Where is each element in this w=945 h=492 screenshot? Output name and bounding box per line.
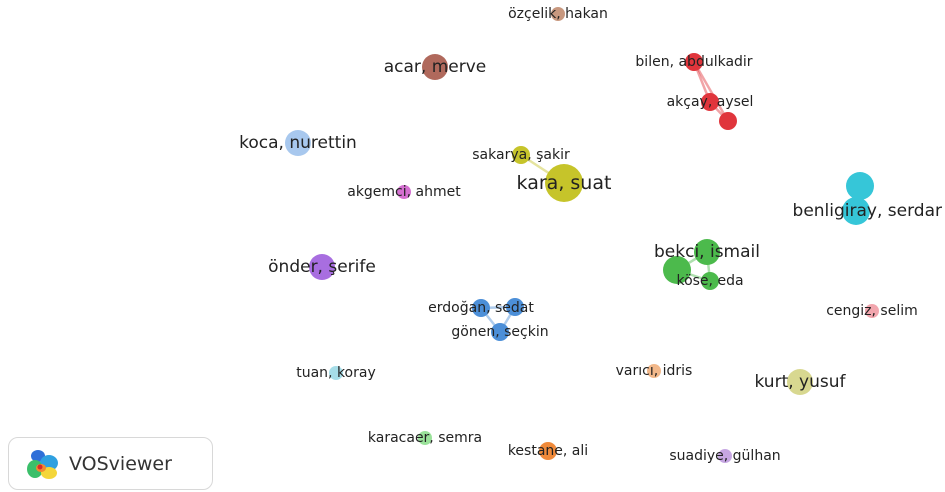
node-varici[interactable]: [647, 364, 661, 378]
node-bilen[interactable]: [685, 53, 703, 71]
node-cengiz[interactable]: [865, 304, 879, 318]
label-onder[interactable]: önder, şerife: [268, 257, 376, 277]
node-blue2[interactable]: [506, 298, 524, 316]
node-kose[interactable]: [701, 272, 719, 290]
node-sakarya[interactable]: [512, 146, 530, 164]
label-layer: özçelik, hakan acar, merve bilen, abdulkad…: [239, 6, 942, 464]
label-kose[interactable]: köse, eda: [676, 273, 743, 289]
node-cyan2[interactable]: [846, 172, 874, 200]
label-kara[interactable]: kara, suat: [517, 172, 612, 194]
node-tuan[interactable]: [329, 366, 343, 380]
label-sakarya[interactable]: sakarya, şakir: [472, 147, 570, 163]
node-akgemci[interactable]: [397, 185, 411, 199]
node-kestane[interactable]: [539, 442, 557, 460]
node-erdogan[interactable]: [472, 299, 490, 317]
label-suadiye[interactable]: suadiye, gülhan: [669, 448, 780, 464]
label-erdogan[interactable]: erdoğan, sedat: [428, 300, 534, 316]
label-gonen[interactable]: gönen, seçkin: [451, 324, 548, 340]
label-bilen[interactable]: bilen, abdulkadir: [635, 54, 752, 70]
node-red3[interactable]: [719, 112, 737, 130]
label-benligiray[interactable]: benligiray, serdar: [793, 201, 942, 221]
node-akcay[interactable]: [701, 93, 719, 111]
brand-name: VOSviewer: [69, 452, 172, 475]
node-ozcelik[interactable]: [551, 7, 565, 21]
node-kara[interactable]: [545, 164, 583, 202]
node-kurt[interactable]: [787, 369, 813, 395]
label-akcay[interactable]: akçay, aysel: [667, 94, 754, 110]
node-koca[interactable]: [285, 130, 311, 156]
label-acar[interactable]: acar, merve: [384, 57, 487, 77]
node-karacaer[interactable]: [418, 431, 432, 445]
node-suadiye[interactable]: [718, 449, 732, 463]
label-koca[interactable]: koca, nurettin: [239, 133, 357, 153]
node-benligiray[interactable]: [842, 197, 870, 225]
node-green3[interactable]: [663, 256, 691, 284]
coauthor-link-bilen-red3: [692, 60, 730, 123]
label-bekci[interactable]: bekci, ismail: [654, 242, 760, 262]
node-layer: [285, 7, 879, 463]
label-tuan[interactable]: tuan, koray: [296, 365, 376, 381]
node-acar[interactable]: [422, 54, 448, 80]
label-karacaer[interactable]: karacaer, semra: [368, 430, 482, 446]
label-akgemci[interactable]: akgemci, ahmet: [347, 184, 461, 200]
node-bekci[interactable]: [694, 239, 720, 265]
vosviewer-logo: VOSviewer: [8, 437, 213, 490]
label-kestane[interactable]: kestane, ali: [508, 443, 588, 459]
node-onder[interactable]: [309, 254, 335, 280]
label-ozcelik[interactable]: özçelik, hakan: [508, 6, 608, 22]
label-kurt[interactable]: kurt, yusuf: [754, 372, 846, 392]
vosviewer-logo-icon: [27, 449, 58, 479]
label-cengiz[interactable]: cengiz, selim: [826, 303, 918, 319]
node-gonen[interactable]: [491, 323, 509, 341]
label-varici[interactable]: varıcı, idris: [616, 363, 693, 379]
